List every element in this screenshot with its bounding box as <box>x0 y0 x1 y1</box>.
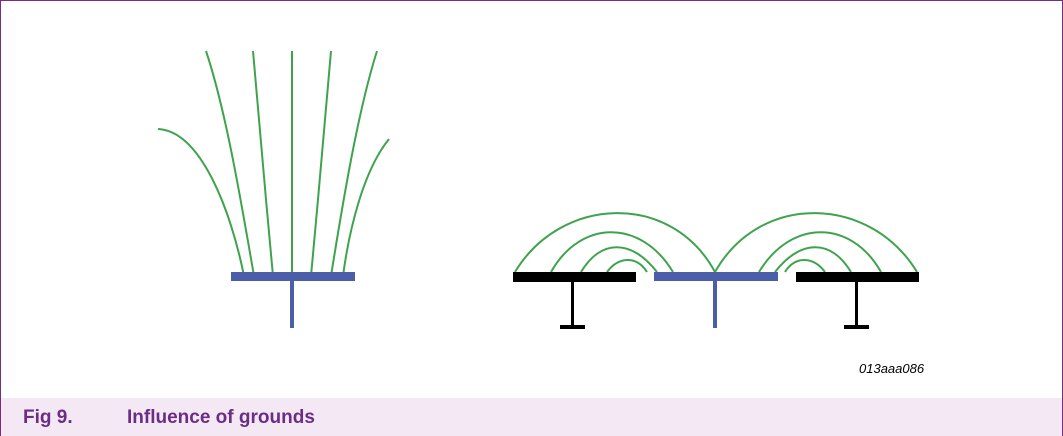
field-line <box>205 50 255 277</box>
field-line <box>514 212 716 273</box>
field-line <box>580 246 658 273</box>
field-line <box>252 50 274 277</box>
left-ground-electrode <box>513 272 636 329</box>
field-line <box>714 212 918 273</box>
figure-number: Fig 9. <box>23 407 73 428</box>
ground-foot <box>844 325 869 329</box>
sensor-stem <box>290 280 294 328</box>
field-line <box>157 128 245 277</box>
ground-plate <box>513 272 636 282</box>
sensor-plate <box>231 272 355 281</box>
sensor-plate <box>654 272 778 281</box>
figure-caption: Fig 9. Influence of grounds <box>1 397 1062 436</box>
field-line <box>550 231 674 273</box>
ground-stem <box>855 281 858 327</box>
field-line <box>342 138 390 277</box>
field-line <box>330 50 378 277</box>
right-ground-electrode <box>796 272 919 329</box>
ground-plate <box>796 272 919 282</box>
field-line <box>310 50 332 277</box>
left-sensor-electrode <box>231 272 355 328</box>
ground-stem <box>571 281 574 327</box>
sensor-stem <box>713 280 717 328</box>
field-line <box>784 259 826 273</box>
right-sensor-electrode <box>654 272 778 328</box>
field-line <box>758 231 882 273</box>
field-line <box>606 259 648 273</box>
field-line <box>774 246 852 273</box>
figure-title: Influence of grounds <box>127 407 315 428</box>
left-field-lines <box>157 50 390 277</box>
grounds-diagram <box>157 50 919 329</box>
ground-foot <box>560 325 585 329</box>
right-field-lines <box>514 212 918 273</box>
figure-identifier: 013aaa086 <box>859 361 925 376</box>
